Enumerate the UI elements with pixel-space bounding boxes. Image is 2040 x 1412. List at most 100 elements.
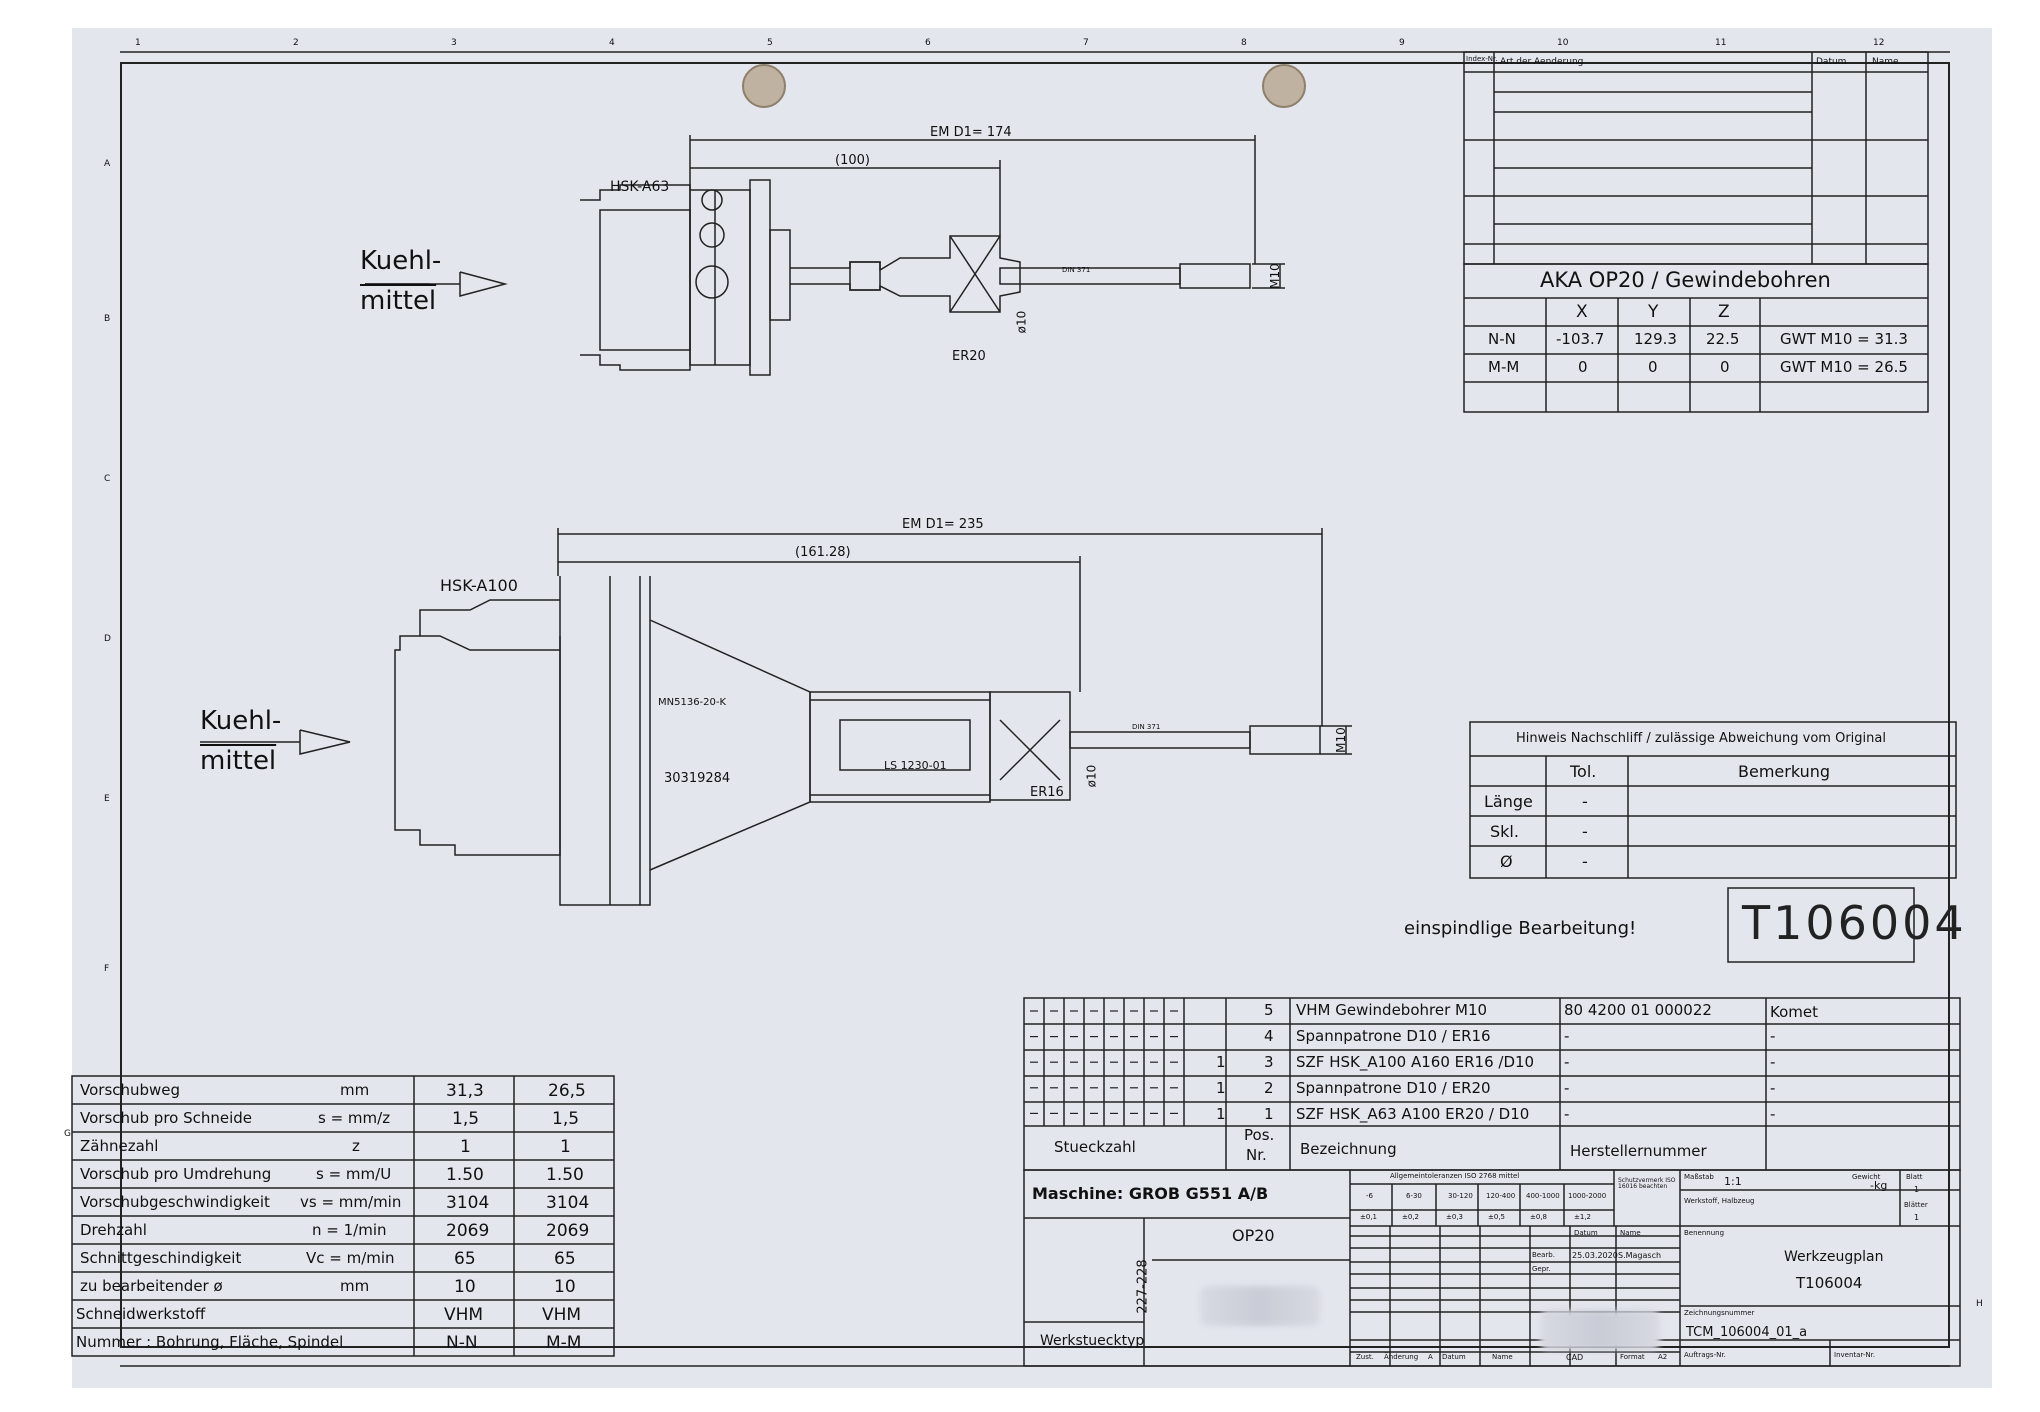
cutting-v1: 10 — [454, 1277, 476, 1297]
surface-note: Schutzvermerk ISO 16016 beachten — [1618, 1177, 1676, 1190]
tol-value: ±0,1 — [1360, 1213, 1377, 1221]
frame-number: 12 — [1873, 38, 1885, 48]
tol-range: 6-30 — [1406, 1192, 1422, 1200]
frame-number: 9 — [1399, 38, 1405, 48]
checked-label: Gepr. — [1532, 1265, 1551, 1273]
part-label: 30319284 — [664, 771, 731, 786]
thread-label-bottom: M10 — [1333, 727, 1348, 753]
frame-number: 7 — [1083, 38, 1089, 48]
tol-value: ±1,2 — [1574, 1213, 1591, 1221]
cutting-v2: 10 — [554, 1277, 576, 1297]
cutting-v2: 26,5 — [548, 1081, 586, 1101]
scale-label: Maßstab — [1684, 1173, 1714, 1181]
frame-number: 11 — [1715, 38, 1727, 48]
sheets-label: Blätter — [1904, 1201, 1928, 1209]
rev-name-header: Name — [1872, 57, 1899, 67]
frame-number: 3 — [451, 38, 457, 48]
part-label: LS 1230-01 — [884, 759, 947, 772]
tol-range: -6 — [1366, 1192, 1373, 1200]
cutting-v2: 1 — [560, 1137, 571, 1157]
redacted-area — [1200, 1286, 1320, 1326]
cutting-label: Zähnezahl — [80, 1137, 159, 1155]
material-label: Werkstoff, Halbzeug — [1684, 1197, 1755, 1205]
part-mfr: - — [1770, 1027, 1776, 1045]
part-qty: 1 — [1216, 1079, 1226, 1097]
part-mfr: - — [1770, 1053, 1776, 1071]
holder-label-top: HSK-A63 — [610, 179, 670, 195]
aka-header: X — [1576, 302, 1588, 322]
tol-value: ±0,5 — [1488, 1213, 1505, 1221]
qty-header: Stueckzahl — [1054, 1138, 1136, 1156]
tol-value: ±0,3 — [1446, 1213, 1463, 1221]
part-pos: 1 — [1264, 1105, 1274, 1123]
frame-letter: D — [104, 634, 111, 644]
cutting-v1: 3104 — [446, 1193, 490, 1213]
cutting-v1: 2069 — [446, 1221, 490, 1241]
frame-number: 10 — [1557, 38, 1569, 48]
drawn-label: Bearb. — [1532, 1251, 1555, 1259]
tol-value: ±0,2 — [1402, 1213, 1419, 1221]
aka-title: AKA OP20 / Gewindebohren — [1540, 268, 1831, 292]
redacted-area — [1540, 1310, 1660, 1350]
rev-change-header: Art der Aenderung — [1500, 57, 1584, 67]
dim-em-bottom: EM D1= 235 — [902, 517, 984, 532]
frame-letter: G — [64, 1129, 71, 1139]
holder-label-bottom: HSK-A100 — [440, 576, 518, 595]
dim-gauge-bottom: (161.28) — [795, 545, 851, 560]
part-mfr-no: - — [1564, 1105, 1570, 1123]
drawing-no-label: Zeichnungsnummer — [1684, 1309, 1755, 1317]
cutting-unit: s = mm/z — [318, 1109, 391, 1127]
cutting-v1: 31,3 — [446, 1081, 484, 1101]
part-desc: Spannpatrone D10 / ER20 — [1296, 1079, 1491, 1097]
cutting-unit: vs = mm/min — [300, 1193, 402, 1211]
shank-label-bottom: ø10 — [1084, 764, 1099, 788]
drawn-date: 25.03.2020 — [1572, 1251, 1618, 1260]
part-desc: SZF HSK_A63 A100 ER20 / D10 — [1296, 1105, 1530, 1123]
part-desc: SZF HSK_A100 A160 ER16 /D10 — [1296, 1053, 1535, 1071]
rev-index-header: Index-Nr. — [1466, 55, 1498, 63]
cutting-v2: VHM — [542, 1305, 582, 1325]
grind-row-label: Skl. — [1490, 822, 1519, 841]
desc-header: Bezeichnung — [1300, 1140, 1397, 1158]
cutting-v1: VHM — [444, 1305, 484, 1325]
grind-remark-header: Bemerkung — [1738, 762, 1831, 781]
sheet-label: Blatt — [1906, 1173, 1923, 1181]
part-desc: Spannpatrone D10 / ER16 — [1296, 1027, 1491, 1045]
grind-row-tol: - — [1582, 852, 1588, 871]
sheet-value: 1 — [1914, 1185, 1920, 1194]
cutting-v2: 1,5 — [552, 1109, 580, 1129]
cutting-unit: s = mm/U — [316, 1165, 392, 1183]
change-label: Änderung — [1384, 1353, 1419, 1361]
frame-number: 8 — [1241, 38, 1247, 48]
drawn-name: S.Magasch — [1618, 1251, 1662, 1260]
date-label: Datum — [1574, 1229, 1598, 1237]
cutting-label: Schneidwerkstoff — [76, 1305, 206, 1323]
cutting-unit: n = 1/min — [312, 1221, 387, 1239]
cutting-v1: 1 — [460, 1137, 471, 1157]
punch-hole — [742, 64, 786, 108]
aka-z: 22.5 — [1706, 330, 1740, 348]
tool-id: T106004 — [1742, 896, 1967, 950]
cutting-v1: 1.50 — [446, 1165, 484, 1185]
collet-label-top: ER20 — [952, 349, 986, 364]
part-desc: VHM Gewindebohrer M10 — [1296, 1001, 1488, 1019]
format-value: A2 — [1658, 1353, 1668, 1361]
aka-z: 0 — [1720, 358, 1730, 376]
part-pos: 5 — [1264, 1001, 1274, 1019]
punch-hole — [1262, 64, 1306, 108]
frame-letter: C — [104, 474, 111, 484]
tol-header: Allgemeintoleranzen ISO 2768 mittel — [1390, 1172, 1520, 1180]
grind-row-label: Ø — [1500, 852, 1513, 871]
frame-number: 4 — [609, 38, 615, 48]
aka-row-label: M-M — [1488, 358, 1520, 376]
part-mfr-no: 80 4200 01 000022 — [1564, 1001, 1712, 1019]
cutting-unit: mm — [340, 1277, 370, 1295]
part-mfr: Komet — [1770, 1003, 1818, 1021]
part-pos: 3 — [1264, 1053, 1274, 1071]
aka-note: GWT M10 = 31.3 — [1780, 330, 1908, 348]
cutting-label: Schnittgeschindigkeit — [80, 1249, 242, 1267]
cutting-v1: 1,5 — [452, 1109, 480, 1129]
aka-header: Y — [1648, 302, 1659, 322]
frame-letter: F — [104, 964, 110, 974]
coolant-label-top: mittel — [360, 286, 437, 316]
